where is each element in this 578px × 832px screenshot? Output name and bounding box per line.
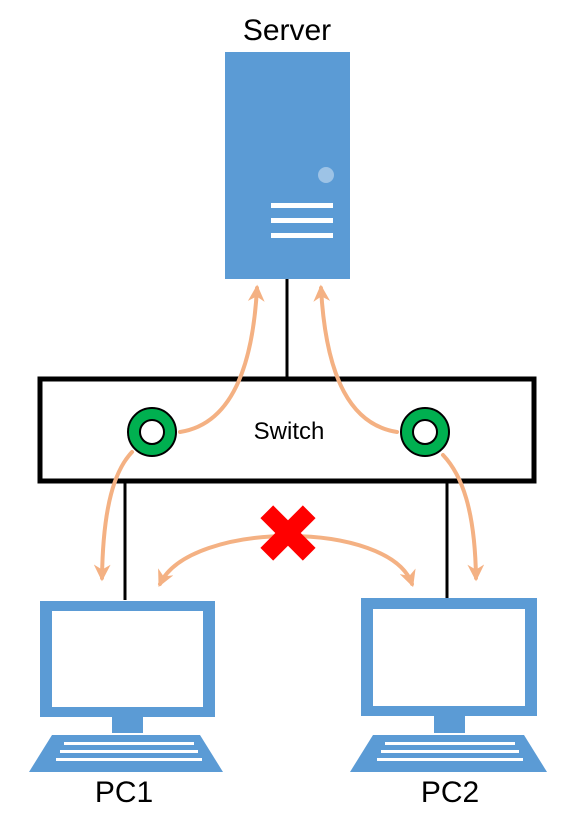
- pc1-icon: [29, 601, 223, 772]
- server-label: Server: [243, 14, 331, 47]
- switch-label: Switch: [254, 418, 325, 445]
- blocked-x-icon: [260, 505, 316, 561]
- server-icon: [225, 52, 350, 279]
- pc2-label: PC2: [421, 776, 479, 809]
- switch-port-left: [127, 407, 177, 457]
- pc2-icon: [350, 598, 547, 772]
- flow-switch-to-server-right: [313, 284, 399, 434]
- pc1-label: PC1: [95, 776, 153, 809]
- switch-port-right: [400, 407, 450, 457]
- flow-switch-to-pc1: [93, 450, 134, 582]
- flow-switch-to-pc2: [441, 453, 485, 582]
- flow-switch-to-server-left: [178, 284, 265, 434]
